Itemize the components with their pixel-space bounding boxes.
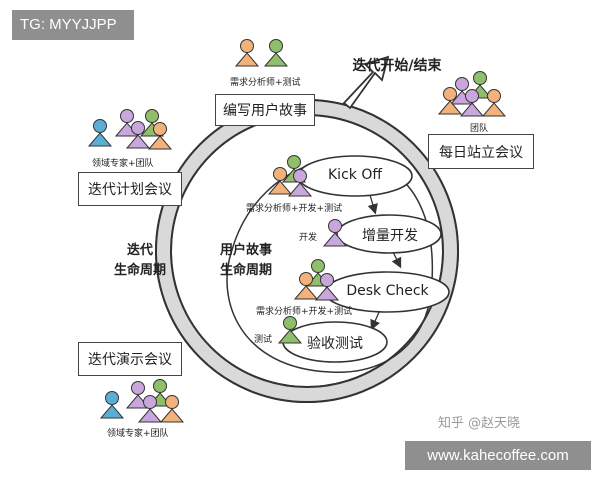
story-writing-people-icon bbox=[235, 39, 288, 67]
standup-people-icon bbox=[438, 71, 506, 117]
kickoff-roles: 需求分析师+开发+测试 bbox=[246, 204, 343, 214]
demo-roles: 领域专家+团队 bbox=[107, 429, 169, 439]
development-oval bbox=[336, 214, 442, 254]
iteration-planning-box: 迭代计划会议 bbox=[78, 172, 182, 206]
standup-roles: 团队 bbox=[470, 124, 489, 134]
desk-check-roles: 需求分析师+开发+测试 bbox=[256, 307, 353, 317]
iteration-demo-box: 迭代演示会议 bbox=[78, 342, 182, 376]
story-writing-roles: 需求分析师+测试 bbox=[230, 78, 301, 88]
story-writing-box: 编写用户故事 bbox=[215, 94, 315, 126]
planning-roles: 领域专家+团队 bbox=[92, 159, 154, 169]
daily-standup-box: 每日站立会议 bbox=[428, 134, 534, 169]
development-roles: 开发 bbox=[299, 233, 318, 243]
demo-people-icon bbox=[100, 379, 184, 423]
planning-people-icon bbox=[88, 109, 172, 150]
kickoff-label: Kick Off bbox=[328, 167, 382, 183]
desk-check-label: Desk Check bbox=[346, 283, 429, 299]
start-end-label: 迭代开始/结束 bbox=[352, 58, 442, 74]
acceptance-roles: 测试 bbox=[254, 335, 273, 345]
story-lifecycle-label: 用户故事 生命周期 bbox=[219, 243, 272, 278]
site-url-badge: www.kahecoffee.com bbox=[405, 441, 591, 470]
start-end-arrow bbox=[342, 55, 390, 110]
arrow-deskcheck-to-accept bbox=[370, 309, 381, 331]
development-label: 增量开发 bbox=[362, 228, 418, 244]
acceptance-label: 验收测试 bbox=[307, 336, 363, 352]
tg-badge: TG: MYYJJPP bbox=[12, 10, 134, 40]
author-watermark: 知乎 @赵天晓 bbox=[438, 416, 521, 431]
iteration-lifecycle-label: 迭代 生命周期 bbox=[113, 243, 166, 278]
arrow-kickoff-to-dev bbox=[367, 194, 378, 215]
